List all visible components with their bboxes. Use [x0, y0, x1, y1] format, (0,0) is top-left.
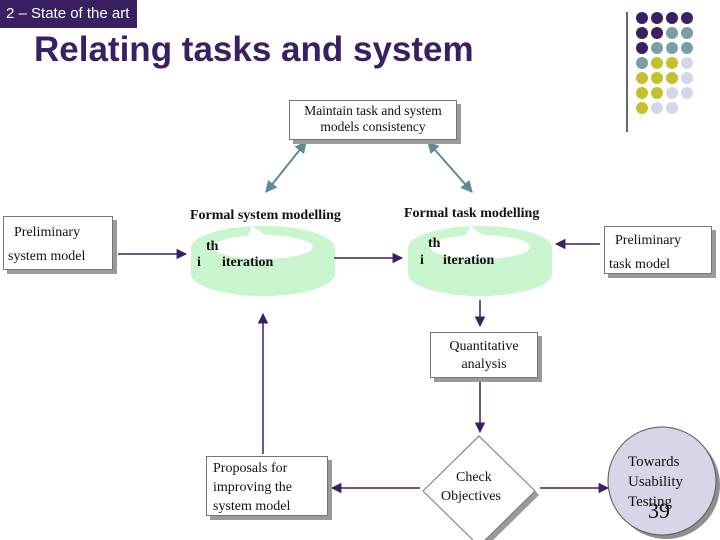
preliminary-task-line2: task model: [609, 257, 671, 272]
preliminary-task-box: Preliminary task model: [604, 226, 712, 274]
decor-dot: [681, 12, 693, 24]
proposals-line1: Proposals for: [213, 461, 288, 476]
system-iteration-prefix: i: [197, 255, 201, 270]
usability-testing-circle: [607, 426, 720, 539]
section-tag: 2 – State of the art: [0, 0, 138, 28]
towards-text: Towards Usability Testing: [628, 452, 683, 512]
task-iteration-prefix: i: [420, 253, 424, 268]
proposals-box: Proposals for improving the system model: [206, 456, 328, 516]
decor-dot: [636, 57, 648, 69]
consistency-box: Maintain task and system models consiste…: [289, 100, 457, 140]
task-iteration-sup: th: [428, 236, 441, 251]
task-iteration-text: iteration: [443, 253, 495, 268]
quantitative-analysis-box: Quantitative analysis: [430, 332, 538, 378]
decor-dot: [666, 72, 678, 84]
decor-dot: [636, 27, 648, 39]
decor-dot: [666, 27, 678, 39]
system-iteration-text: iteration: [222, 255, 274, 270]
decor-dot: [651, 102, 663, 114]
decor-dot: [681, 87, 693, 99]
decor-dot: [681, 27, 693, 39]
decor-dot: [636, 102, 648, 114]
formal-system-label: Formal system modelling: [190, 208, 341, 223]
proposals-line3: system model: [213, 499, 291, 514]
formal-task-label: Formal task modelling: [404, 206, 540, 221]
decor-dot: [681, 72, 693, 84]
towards-line3: Testing: [628, 494, 672, 510]
towards-line2: Usability: [628, 474, 683, 490]
check-line2: Objectives: [441, 489, 501, 504]
check-objectives-diamond: [422, 435, 539, 540]
decor-dot: [636, 12, 648, 24]
decor-dot: [666, 42, 678, 54]
decor-dot: [651, 12, 663, 24]
decor-dot: [681, 57, 693, 69]
consistency-arrow-left: [265, 141, 307, 193]
decor-dot: [651, 27, 663, 39]
decor-dot: [636, 87, 648, 99]
task-iteration-cycle: [408, 226, 552, 296]
preliminary-system-line1: Preliminary: [14, 225, 81, 240]
decor-dot: [651, 72, 663, 84]
system-iteration-sup: th: [206, 239, 219, 254]
towards-line1: Towards: [628, 454, 680, 470]
check-line1: Check: [456, 470, 492, 485]
decor-dot: [666, 57, 678, 69]
decor-divider: [626, 12, 628, 132]
decor-dot: [666, 12, 678, 24]
decor-dot-grid: [636, 12, 693, 114]
preliminary-task-line1: Preliminary: [615, 233, 682, 248]
slide-title: Relating tasks and system: [34, 30, 474, 69]
consistency-arrow-right: [427, 141, 473, 193]
proposals-line2: improving the: [213, 480, 292, 495]
preliminary-system-line2: system model: [8, 249, 86, 264]
preliminary-system-box: Preliminary system model: [3, 216, 113, 270]
decor-dot: [651, 57, 663, 69]
decor-dot: [666, 102, 678, 114]
decor-dot: [636, 42, 648, 54]
quantitative-line1: Quantitative: [449, 339, 519, 354]
quantitative-line2: analysis: [461, 357, 507, 372]
system-iteration-cycle: [191, 226, 335, 296]
decor-dot: [636, 72, 648, 84]
decor-dot: [651, 87, 663, 99]
decor-dot: [666, 87, 678, 99]
decor-dot: [651, 42, 663, 54]
decor-dot: [681, 42, 693, 54]
page-number: 39: [648, 498, 670, 523]
